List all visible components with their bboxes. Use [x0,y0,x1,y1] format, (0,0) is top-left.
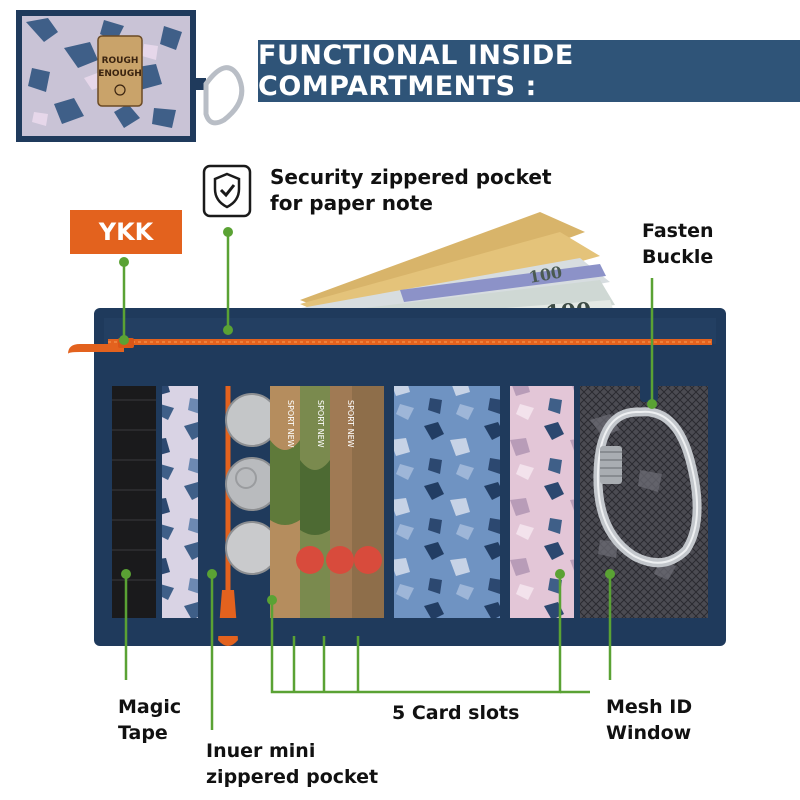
brand-logo-line1: ROUGH [102,56,139,66]
callout-mini-pocket: Inuer mini zippered pocket [206,738,378,790]
section-banner: FUNCTIONAL INSIDE COMPARTMENTS : [258,40,800,102]
ykk-badge: YKK [70,210,182,254]
leader-lines [122,232,654,730]
callout-security-pocket: Security zippered pocket for paper note [270,164,552,216]
callout-fasten-buckle: Fasten Buckle [642,218,714,270]
shield-check-icon [202,164,252,218]
callout-security-line1: Security zippered pocket [270,165,552,189]
callout-mesh-window: Mesh ID Window [606,694,692,746]
folded-wallet-thumbnail: ROUGH ENOUGH [16,10,245,142]
callout-mesh-line2: Window [606,722,692,744]
callout-magic-line2: Tape [118,722,168,744]
carabiner-icon [593,380,702,568]
callout-fasten-line1: Fasten [642,220,714,242]
callout-magic-tape: Magic Tape [118,694,181,746]
card-label-3: SPORT NEW [346,400,355,448]
callout-card-slots: 5 Card slots [392,700,519,726]
callout-fasten-line2: Buckle [642,246,714,268]
card-label-1: SPORT NEW [286,400,295,448]
cards [270,384,384,620]
callout-mini-line1: Inuer mini [206,740,316,762]
callout-mesh-line1: Mesh ID [606,696,693,718]
callout-magic-line1: Magic [118,696,182,718]
ykk-badge-text: YKK [98,218,154,246]
banner-title: FUNCTIONAL INSIDE COMPARTMENTS : [258,40,574,102]
brand-logo-line2: ENOUGH [98,69,142,79]
card-label-2: SPORT NEW [316,400,325,448]
callout-mini-line2: zippered pocket [206,766,379,788]
callout-card-slots-text: 5 Card slots [392,702,520,724]
callout-security-line2: for paper note [270,191,433,215]
